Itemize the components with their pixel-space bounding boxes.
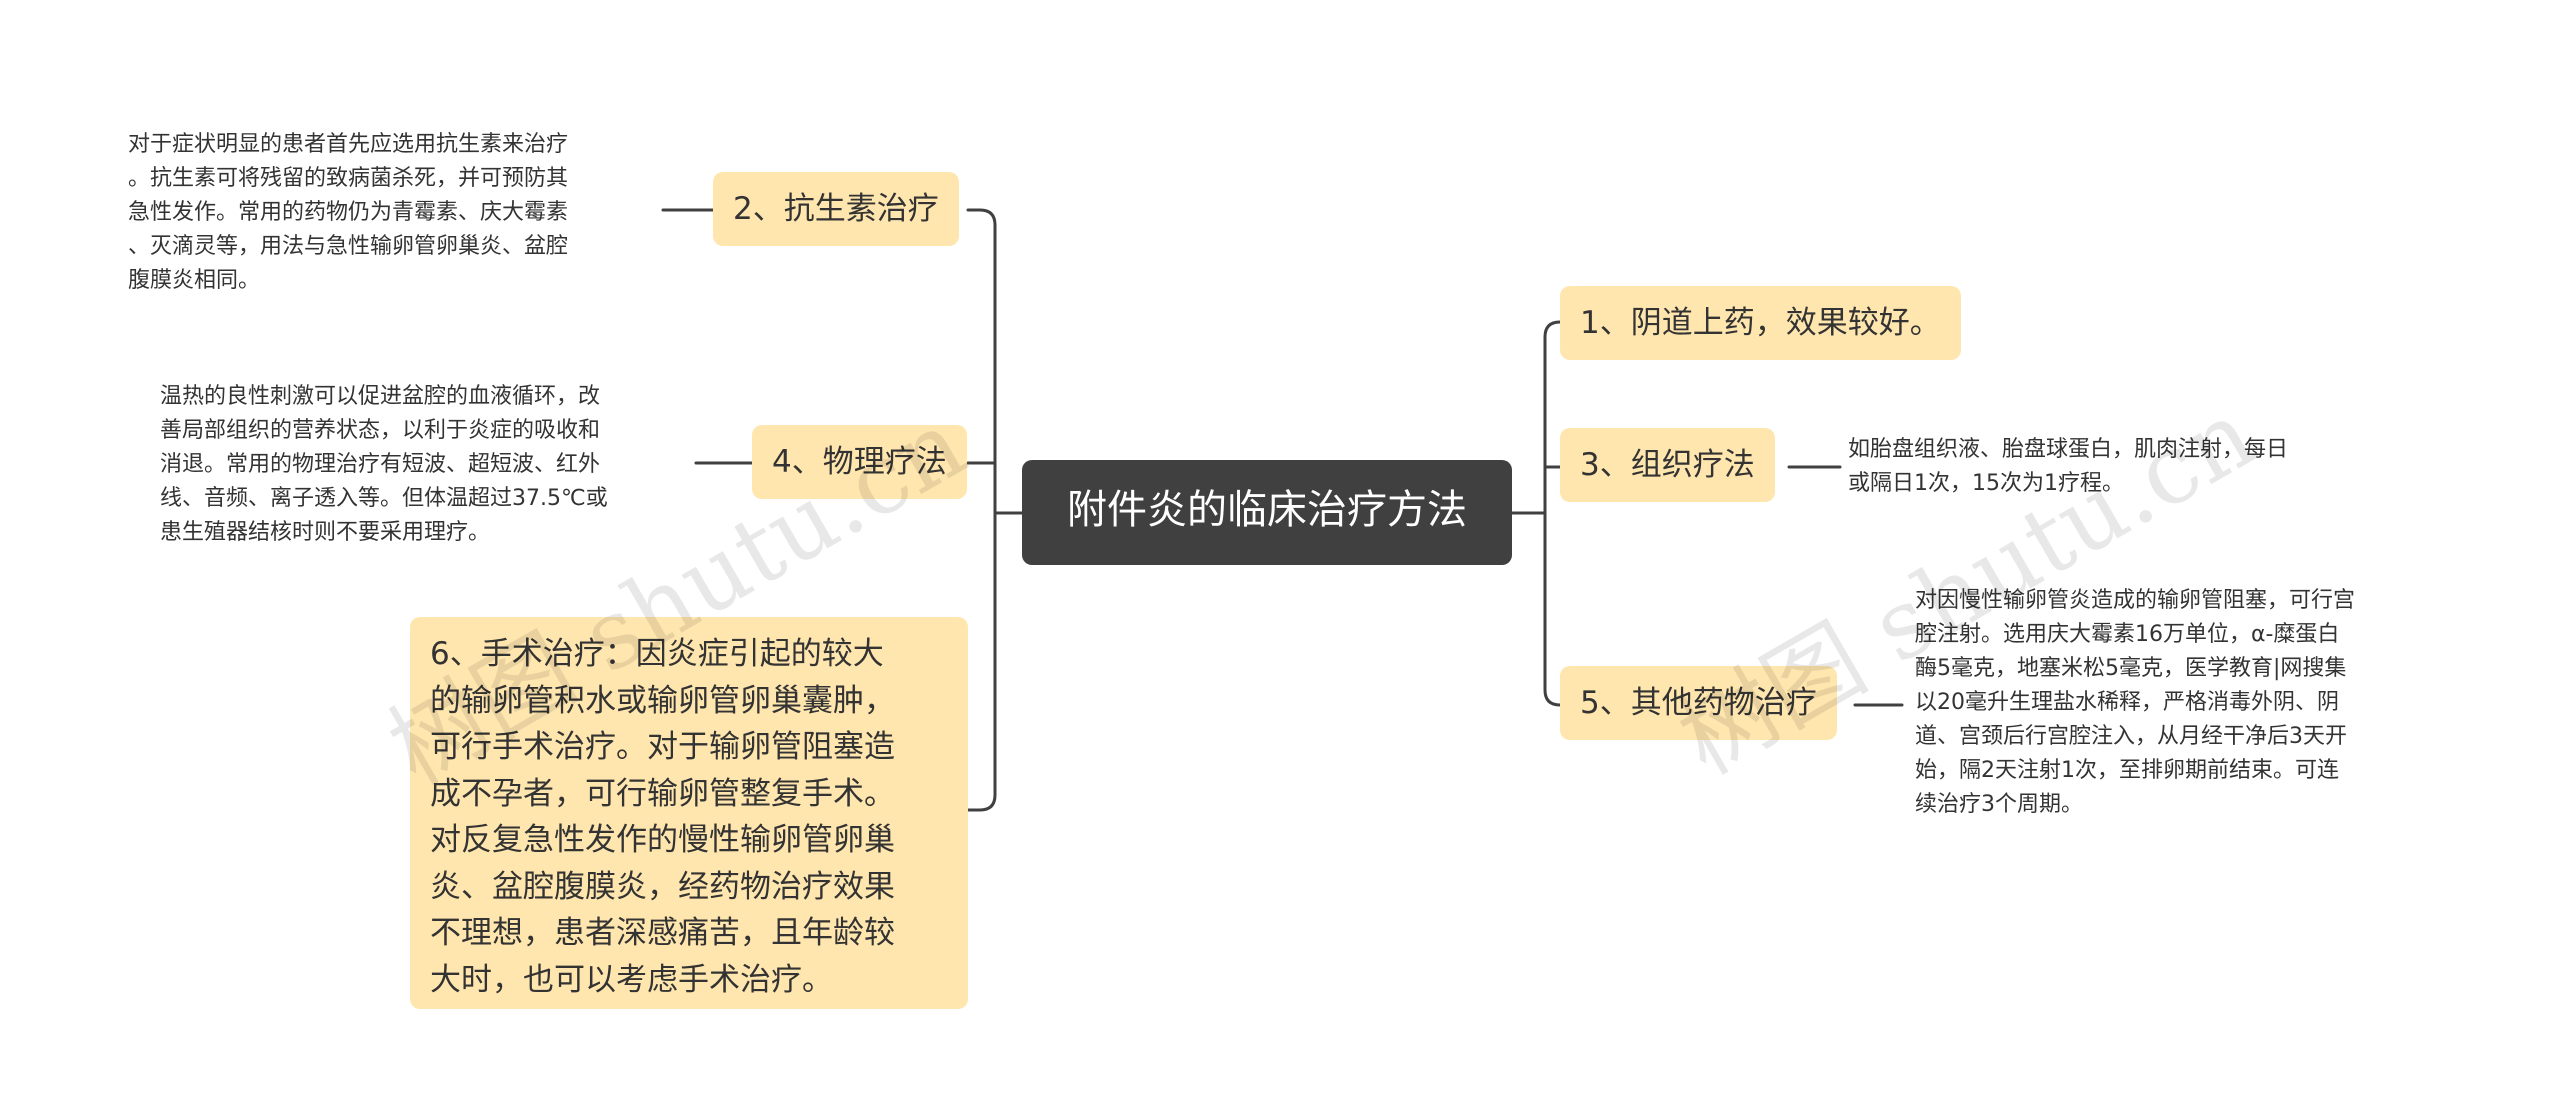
- note-line: 消退。常用的物理治疗有短波、超短波、红外: [160, 452, 601, 477]
- branch-6-line: 6、手术治疗：因炎症引起的较大: [430, 636, 884, 672]
- branch-node-2[interactable]: 2、抗生素治疗: [713, 172, 959, 246]
- note-line: 腹膜炎相同。: [128, 268, 261, 293]
- note-other-drugs: 对因慢性输卵管炎造成的输卵管阻塞，可行宫 腔注射。选用庆大霉素16万单位，α-糜…: [1915, 584, 2355, 822]
- note-line: 腔注射。选用庆大霉素16万单位，α-糜蛋白: [1915, 622, 2340, 647]
- branch-6-line: 炎、盆腔腹膜炎，经药物治疗效果: [430, 868, 895, 905]
- note-line: 、灭滴灵等，用法与急性输卵管卵巢炎、盆腔: [128, 234, 569, 259]
- branch-node-3[interactable]: 3、组织疗法: [1560, 428, 1775, 502]
- note-line: 线、音频、离子透入等。但体温超过37.5℃或: [160, 486, 608, 511]
- note-line: 对于症状明显的患者首先应选用抗生素来治疗: [128, 132, 569, 157]
- branch-node-1[interactable]: 1、阴道上药，效果较好。: [1560, 286, 1961, 360]
- branch-6-line: 成不孕者，可行输卵管整复手术。: [430, 775, 895, 812]
- note-tissue-therapy: 如胎盘组织液、胎盘球蛋白，肌肉注射，每日 或隔日1次，15次为1疗程。: [1848, 433, 2288, 501]
- note-antibiotics: 对于症状明显的患者首先应选用抗生素来治疗 。抗生素可将残留的致病菌杀死，并可预防…: [128, 128, 568, 298]
- note-line: 道、宫颈后行宫腔注入，从月经干净后3天开: [1915, 724, 2347, 749]
- branch-6-line: 的输卵管积水或输卵管卵巢囊肿，: [430, 682, 895, 719]
- note-line: 善局部组织的营养状态，以利于炎症的吸收和: [160, 418, 601, 443]
- note-line: 始，隔2天注射1次，至排卵期前结束。可连: [1915, 758, 2339, 783]
- note-line: 急性发作。常用的药物仍为青霉素、庆大霉素: [128, 200, 569, 225]
- note-line: 温热的良性刺激可以促进盆腔的血液循环，改: [160, 384, 601, 409]
- branch-6-line: 可行手术治疗。对于输卵管阻塞造: [430, 729, 895, 765]
- note-line: 患生殖器结核时则不要采用理疗。: [160, 520, 491, 545]
- link-right-trunk: [1543, 320, 1562, 707]
- note-line: 以20毫升生理盐水稀释，严格消毒外阴、阴: [1915, 690, 2339, 715]
- branch-node-4[interactable]: 4、物理疗法: [752, 425, 967, 499]
- central-topic[interactable]: 附件炎的临床治疗方法: [1022, 460, 1512, 565]
- branch-node-6[interactable]: 6、手术治疗：因炎症引起的较大 的输卵管积水或输卵管卵巢囊肿， 可行手术治疗。对…: [410, 617, 968, 1009]
- note-line: 酶5毫克，地塞米松5毫克，医学教育|网搜集: [1915, 656, 2347, 681]
- branch-node-5[interactable]: 5、其他药物治疗: [1560, 666, 1837, 740]
- note-line: 或隔日1次，15次为1疗程。: [1848, 471, 2124, 496]
- note-line: 对因慢性输卵管炎造成的输卵管阻塞，可行宫: [1915, 588, 2356, 613]
- note-physical-therapy: 温热的良性刺激可以促进盆腔的血液循环，改 善局部组织的营养状态，以利于炎症的吸收…: [160, 380, 608, 550]
- link-left-trunk: [978, 208, 997, 812]
- note-line: 续治疗3个周期。: [1915, 792, 2083, 817]
- note-line: 如胎盘组织液、胎盘球蛋白，肌肉注射，每日: [1848, 437, 2289, 462]
- branch-6-line: 大时，也可以考虑手术治疗。: [430, 961, 833, 998]
- note-line: 。抗生素可将残留的致病菌杀死，并可预防其: [128, 166, 569, 191]
- branch-6-line: 不理想，患者深感痛苦，且年龄较: [430, 915, 895, 951]
- branch-6-line: 对反复急性发作的慢性输卵管卵巢: [430, 822, 895, 858]
